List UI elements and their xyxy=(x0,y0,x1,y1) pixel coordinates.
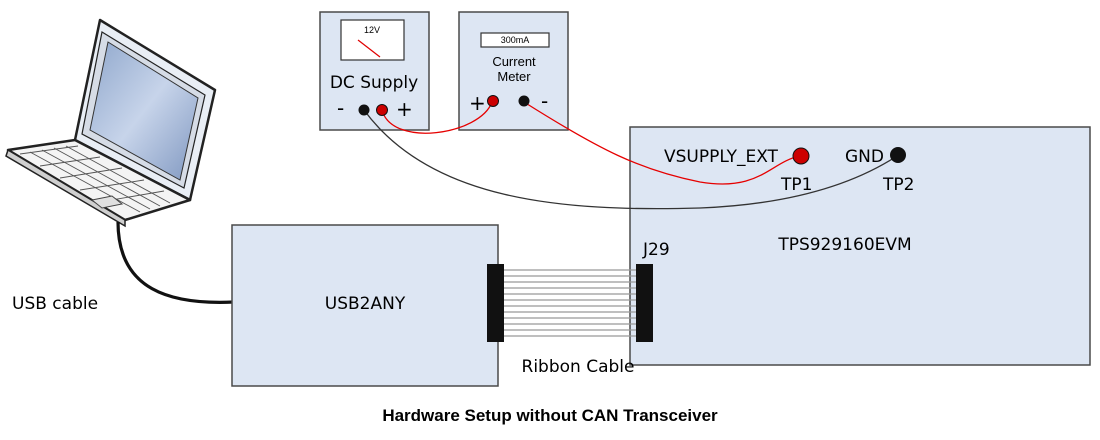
current-meter-positive-terminal xyxy=(487,95,499,107)
dc-supply-needle xyxy=(357,39,381,58)
current-meter-plus-sign: + xyxy=(469,91,486,115)
tp2-gnd-terminal xyxy=(890,147,906,163)
tp1-label: TP1 xyxy=(780,175,812,195)
ribbon-cable xyxy=(487,264,653,342)
dc-supply-minus-sign: - xyxy=(337,96,344,120)
current-meter-minus-sign: - xyxy=(541,89,548,113)
dc-supply-plus-sign: + xyxy=(396,97,413,121)
usb-cable-label: USB cable xyxy=(12,294,98,314)
current-meter-display-value: 300mA xyxy=(501,35,530,45)
ribbon-left-connector xyxy=(487,264,504,342)
usb-cable-wire xyxy=(116,221,235,304)
ribbon-cable-label: Ribbon Cable xyxy=(522,357,635,377)
dc-supply-display xyxy=(340,19,405,61)
j29-connector-label: J29 xyxy=(642,240,670,260)
usb2any-box xyxy=(231,224,499,387)
diagram-caption: Hardware Setup without CAN Transceiver xyxy=(382,406,718,425)
dc-supply-negative-terminal xyxy=(358,104,370,116)
current-meter-box xyxy=(458,11,569,131)
supply-to-meter-wire xyxy=(381,101,493,134)
dc-supply-label: DC Supply xyxy=(330,73,418,93)
evm-name-label: TPS929160EVM xyxy=(777,235,911,255)
dc-supply-positive-terminal xyxy=(376,104,388,116)
gnd-label: GND xyxy=(845,147,884,167)
laptop-icon xyxy=(5,18,217,228)
meter-to-tp1-wire xyxy=(523,101,801,185)
tp2-label: TP2 xyxy=(882,175,914,195)
tp1-vsupply-terminal xyxy=(792,147,810,165)
vsupply-ext-label: VSUPPLY_EXT xyxy=(664,147,779,167)
current-meter-display xyxy=(480,32,550,48)
dc-supply-box xyxy=(319,11,430,131)
current-meter-label-line2: Meter xyxy=(497,69,531,84)
current-meter-negative-terminal xyxy=(518,95,530,107)
evm-board-box xyxy=(629,126,1091,366)
dc-supply-display-value: 12V xyxy=(364,25,380,35)
current-meter-label-line1: Current xyxy=(492,54,536,69)
supply-to-gnd-wire xyxy=(363,109,898,210)
ribbon-right-connector xyxy=(636,264,653,342)
usb2any-label: USB2ANY xyxy=(325,294,406,314)
